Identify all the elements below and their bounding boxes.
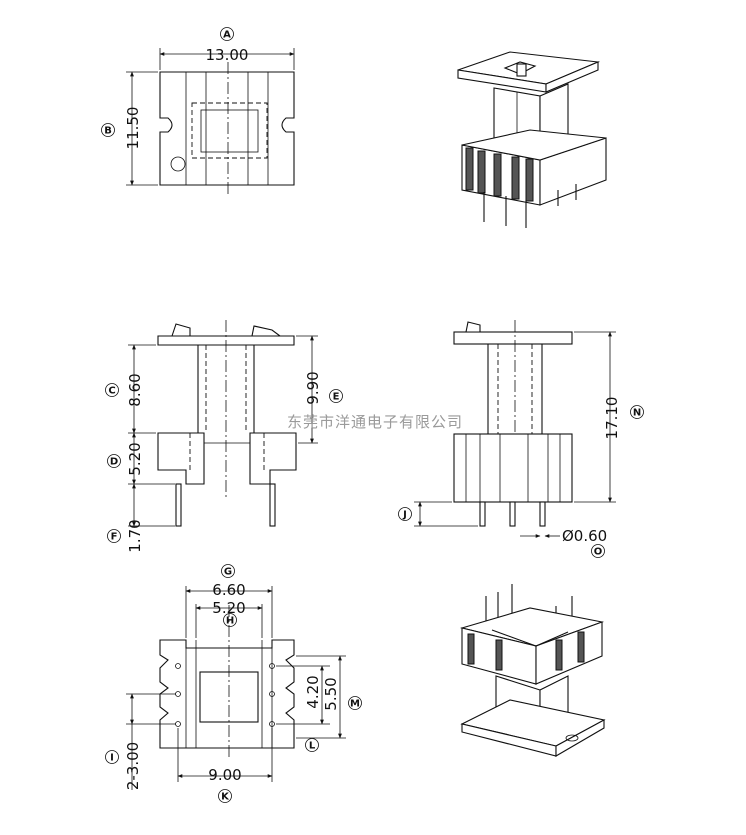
front-span-label: 9.90 [304, 371, 322, 404]
tag-b: B [104, 126, 112, 137]
bottom-view: 6.60 5.20 G H 4.20 5.50 L M 2-3.00 I 9.0… [105, 564, 362, 803]
side-view: 17.10 N J Ø0.60 O [398, 320, 644, 558]
tag-h: H [226, 616, 234, 627]
tag-k: K [221, 792, 230, 803]
side-pin-dia-label: Ø0.60 [562, 527, 607, 545]
front-pin-label: 1.70 [126, 519, 144, 552]
tag-f: F [111, 532, 118, 543]
tag-l: L [309, 741, 316, 752]
isometric-view-bottom [459, 584, 606, 757]
bottom-pin-pitch-label: 4.20 [304, 675, 322, 708]
tag-c: C [108, 386, 115, 397]
side-total-label: 17.10 [603, 397, 621, 440]
bottom-pin-span-label: 5.50 [322, 677, 340, 710]
bottom-outer-label: 6.60 [212, 581, 245, 599]
tag-j: J [402, 510, 407, 521]
company-watermark: 东莞市洋通电子有限公司 [287, 413, 463, 431]
top-height-label: 11.50 [124, 107, 142, 150]
front-upper-label: 8.60 [126, 373, 144, 406]
tag-e: E [333, 392, 340, 403]
tag-n: N [633, 408, 641, 419]
tag-o: O [594, 547, 603, 558]
tag-a: A [223, 30, 231, 41]
top-view: 13.00 A 11.50 B [101, 27, 295, 195]
tag-m: M [350, 699, 360, 710]
tag-g: G [224, 567, 232, 578]
bottom-width-label: 9.00 [208, 766, 241, 784]
front-view: 8.60 5.20 1.70 C D F 9.90 E [105, 320, 343, 553]
bottom-inner-label: 5.20 [212, 599, 245, 617]
top-width-label: 13.00 [206, 46, 249, 64]
front-lower-label: 5.20 [126, 442, 144, 475]
tag-i: I [110, 753, 114, 764]
bottom-row-pitch-label: 2-3.00 [124, 742, 142, 790]
isometric-view-top [457, 51, 607, 228]
tag-d: D [110, 457, 118, 468]
